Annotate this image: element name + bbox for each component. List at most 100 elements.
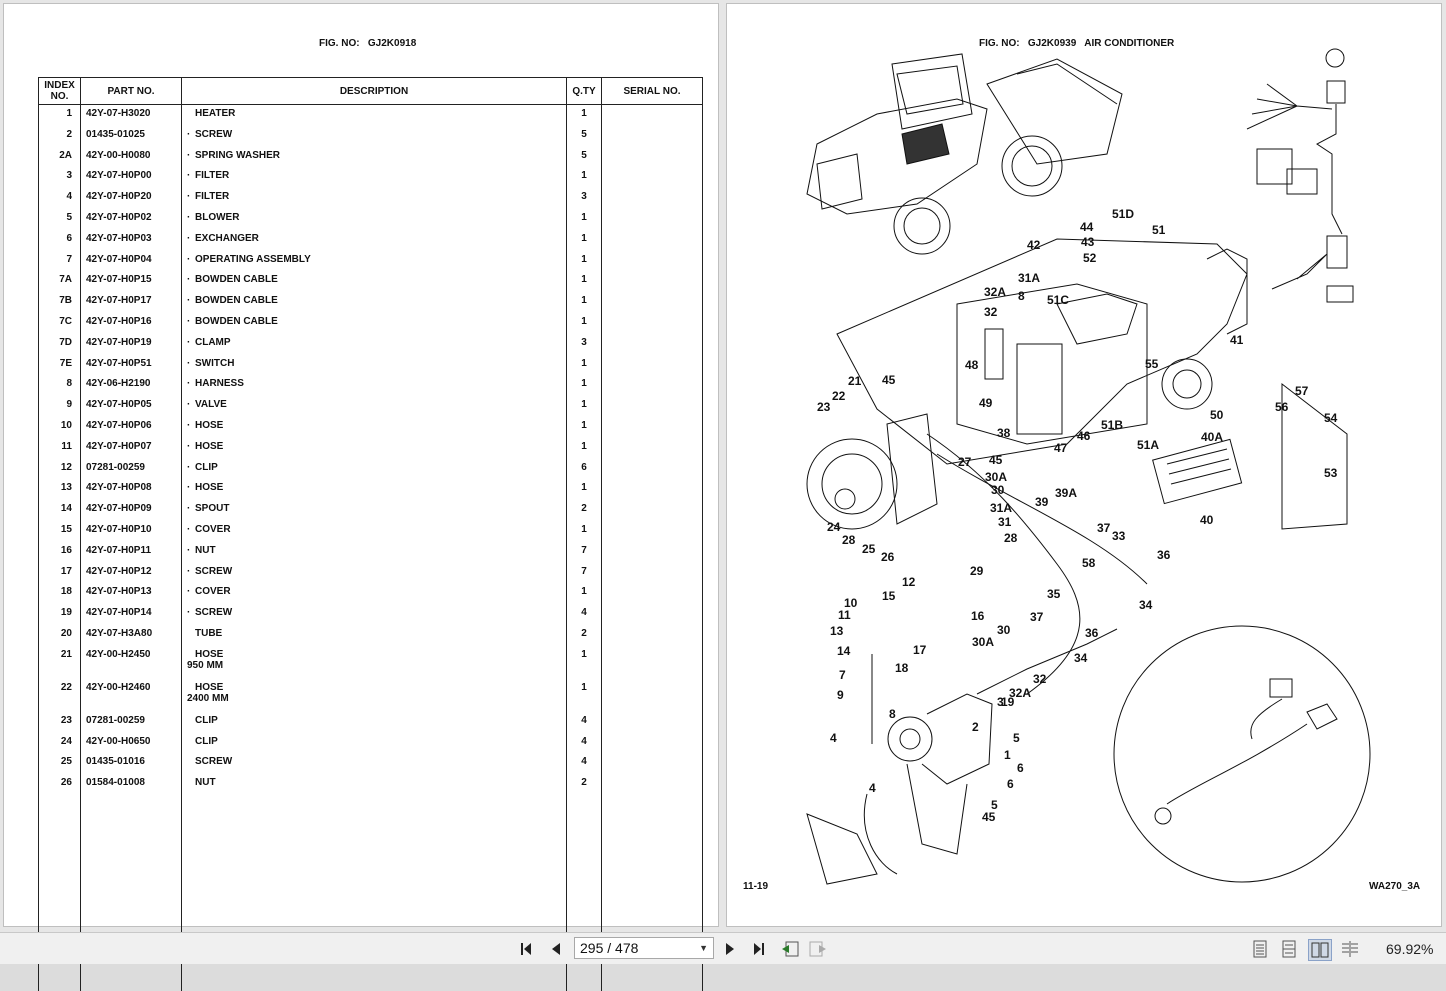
- sub-item-marker: ·: [187, 253, 191, 265]
- cab-floor-plate-illustration: [836, 238, 1248, 465]
- fig-number-label: FIG. NO: GJ2K0939 AIR CONDITIONER: [979, 38, 1175, 49]
- description-text: BOWDEN CABLE: [195, 295, 278, 307]
- next-page-button[interactable]: [720, 939, 740, 959]
- cell-index: 11: [38, 437, 81, 459]
- callout-label: 48: [965, 358, 979, 372]
- description-text: BOWDEN CABLE: [195, 315, 278, 327]
- description-text: BOWDEN CABLE: [195, 274, 278, 286]
- two-page-continuous-view-button[interactable]: [1340, 939, 1360, 959]
- description-text: COVER: [195, 523, 231, 535]
- cell-part-no: 42Y-00-H0080: [80, 146, 182, 168]
- single-page-view-button[interactable]: [1250, 939, 1270, 959]
- callout-label: 5: [1013, 731, 1020, 745]
- callout-label: 12: [902, 575, 916, 589]
- go-forward-icon: [809, 941, 826, 957]
- diagram-page: FIG. NO: GJ2K0939 AIR CONDITIONER: [726, 3, 1442, 927]
- cell-index: 1: [38, 104, 81, 126]
- callout-label: 37: [1097, 521, 1111, 535]
- two-page-icon: [1311, 942, 1329, 958]
- go-forward-button[interactable]: [808, 939, 828, 959]
- callout-label: 52: [1083, 251, 1097, 265]
- cell-index: 4: [38, 188, 81, 209]
- first-page-button[interactable]: [518, 939, 538, 959]
- callout-label: 51C: [1047, 293, 1069, 307]
- cell-description: ·NUT: [181, 541, 567, 563]
- cell-index: 13: [38, 479, 81, 501]
- sub-item-marker: ·: [187, 315, 191, 327]
- cell-description: ·HARNESS: [181, 375, 567, 397]
- last-page-button[interactable]: [748, 939, 768, 959]
- model-code-label: WA270_3A: [1369, 881, 1421, 892]
- cell-index: 7D: [38, 333, 81, 355]
- cell-serial-no: [601, 458, 703, 480]
- previous-page-button[interactable]: [546, 939, 566, 959]
- callout-label: 49: [979, 396, 993, 410]
- cell-qty: 1: [566, 645, 602, 679]
- callout-label: 4: [869, 781, 876, 795]
- description-text: SPRING WASHER: [195, 149, 281, 161]
- callout-label: 27: [958, 455, 972, 469]
- callout-label: 32: [1033, 672, 1047, 686]
- two-page-view-button[interactable]: [1308, 939, 1332, 961]
- sub-item-marker: ·: [187, 461, 191, 473]
- cell-description: ·SCREW: [181, 604, 567, 625]
- callout-label: 38: [997, 426, 1011, 440]
- description-text: CLIP: [195, 714, 218, 726]
- continuous-view-button[interactable]: [1279, 939, 1299, 959]
- callout-label: 31: [998, 515, 1012, 529]
- description-text: TUBE: [195, 627, 223, 639]
- cell-qty: 4: [566, 711, 602, 733]
- cell-part-no: 42Y-07-H0P07: [80, 437, 182, 459]
- callout-label: 7: [839, 668, 846, 682]
- cell-serial-no: [601, 562, 703, 584]
- cell-part-no: 42Y-07-H0P17: [80, 292, 182, 313]
- callout-label: 45: [882, 373, 896, 387]
- callout-label: 26: [881, 550, 895, 564]
- cell-serial-no: [601, 375, 703, 397]
- callout-label: 56: [1275, 400, 1289, 414]
- cell-index: 10: [38, 416, 81, 438]
- zoom-level[interactable]: 69.92%: [1386, 941, 1434, 957]
- two-page-continuous-icon: [1342, 941, 1358, 957]
- description-text: SCREW: [195, 128, 233, 140]
- page-number-selector[interactable]: 295 / 478 ▼: [574, 937, 714, 959]
- sub-item-marker: ·: [187, 607, 191, 619]
- cell-index: 7C: [38, 312, 81, 334]
- cell-part-no: 42Y-07-H0P13: [80, 583, 182, 605]
- description-text: CLAMP: [195, 336, 231, 348]
- description-text: SPOUT: [195, 503, 230, 515]
- sub-item-marker: ·: [187, 378, 191, 390]
- sub-item-marker: ·: [187, 586, 191, 598]
- description-text: SCREW: [195, 756, 233, 768]
- callout-label: 30: [991, 483, 1005, 497]
- cell-index: 2A: [38, 146, 81, 168]
- description-length: 950 MM: [187, 659, 224, 671]
- callout-label: 28: [842, 533, 856, 547]
- last-page-icon: [754, 943, 764, 955]
- cell-description: ·OPERATING ASSEMBLY: [181, 250, 567, 272]
- go-back-button[interactable]: [780, 939, 800, 959]
- description-text: SCREW: [195, 565, 233, 577]
- callout-label: 6: [1007, 777, 1014, 791]
- cell-qty: 1: [566, 520, 602, 542]
- cell-part-no: 42Y-07-H0P05: [80, 396, 182, 417]
- detail-view-circle: [1113, 625, 1371, 883]
- cell-part-no: 42Y-07-H0P10: [80, 520, 182, 542]
- cell-description: TUBE: [181, 624, 567, 646]
- callout-label: 34: [1139, 598, 1153, 612]
- cell-part-no: 07281-00259: [80, 711, 182, 733]
- description-length: 2400 MM: [187, 692, 229, 704]
- wiring-harness-illustration: [1246, 48, 1354, 303]
- column-header-serial-no: SERIAL NO.: [601, 77, 703, 105]
- callout-label: 35: [1047, 587, 1061, 601]
- callout-label: 45: [989, 453, 1003, 467]
- cell-qty: 1: [566, 437, 602, 459]
- callout-label: 50: [1210, 408, 1224, 422]
